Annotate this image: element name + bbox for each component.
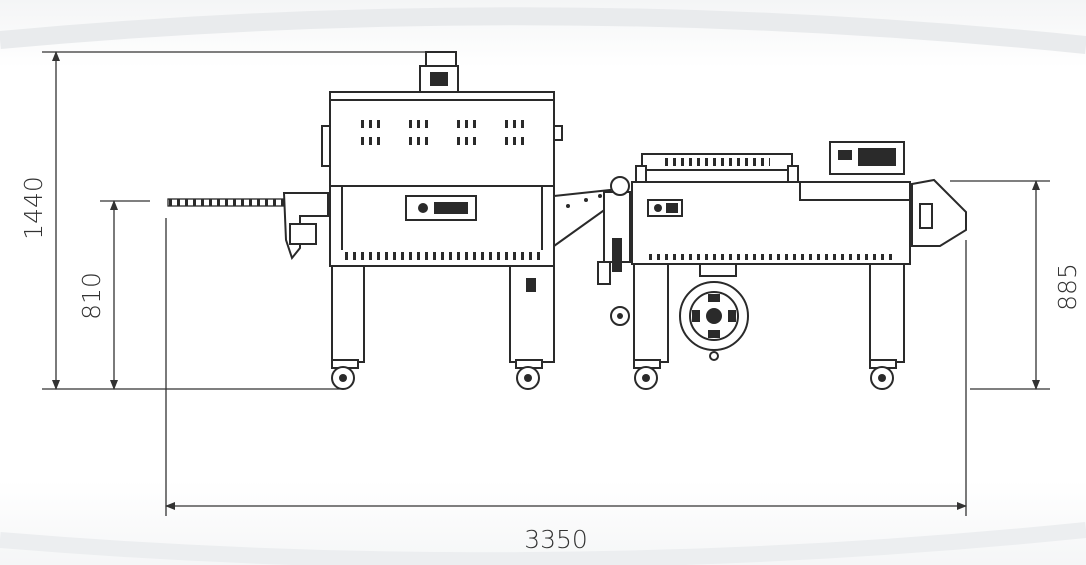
tunnel-castor-right <box>515 359 543 390</box>
sealer-castor-left <box>633 359 661 390</box>
shrink-tunnel <box>167 51 563 390</box>
tunnel-vents <box>360 120 524 145</box>
sealer-leg-left <box>633 263 669 363</box>
background-swoosh-bottom <box>0 522 1086 565</box>
tunnel-electrical-cabinet <box>509 265 555 363</box>
tunnel-castor-left <box>331 359 359 390</box>
outfeed-guard <box>911 178 967 247</box>
tunnel-leg-left <box>331 265 365 363</box>
infeed-height-label: 810 <box>77 272 106 320</box>
sealer-leg-right <box>869 263 905 363</box>
outfeed-height-label: 885 <box>1053 263 1082 311</box>
infeed-roller-conveyor <box>167 198 287 207</box>
l-sealer <box>597 141 967 390</box>
tunnel-bottom-vent <box>344 252 540 260</box>
background-swoosh-top <box>0 7 1086 54</box>
dimension-total-height: 1440 <box>19 51 430 390</box>
total-height-label: 1440 <box>19 176 48 240</box>
transfer-conveyor <box>553 188 611 248</box>
dimension-outfeed-height: 885 <box>950 180 1082 390</box>
total-length-label: 3350 <box>524 525 588 554</box>
film-reel <box>679 263 749 361</box>
dimension-total-length: 3350 <box>165 218 967 554</box>
sealer-castor-right <box>869 359 897 390</box>
dimension-infeed-height: 810 <box>77 200 150 390</box>
